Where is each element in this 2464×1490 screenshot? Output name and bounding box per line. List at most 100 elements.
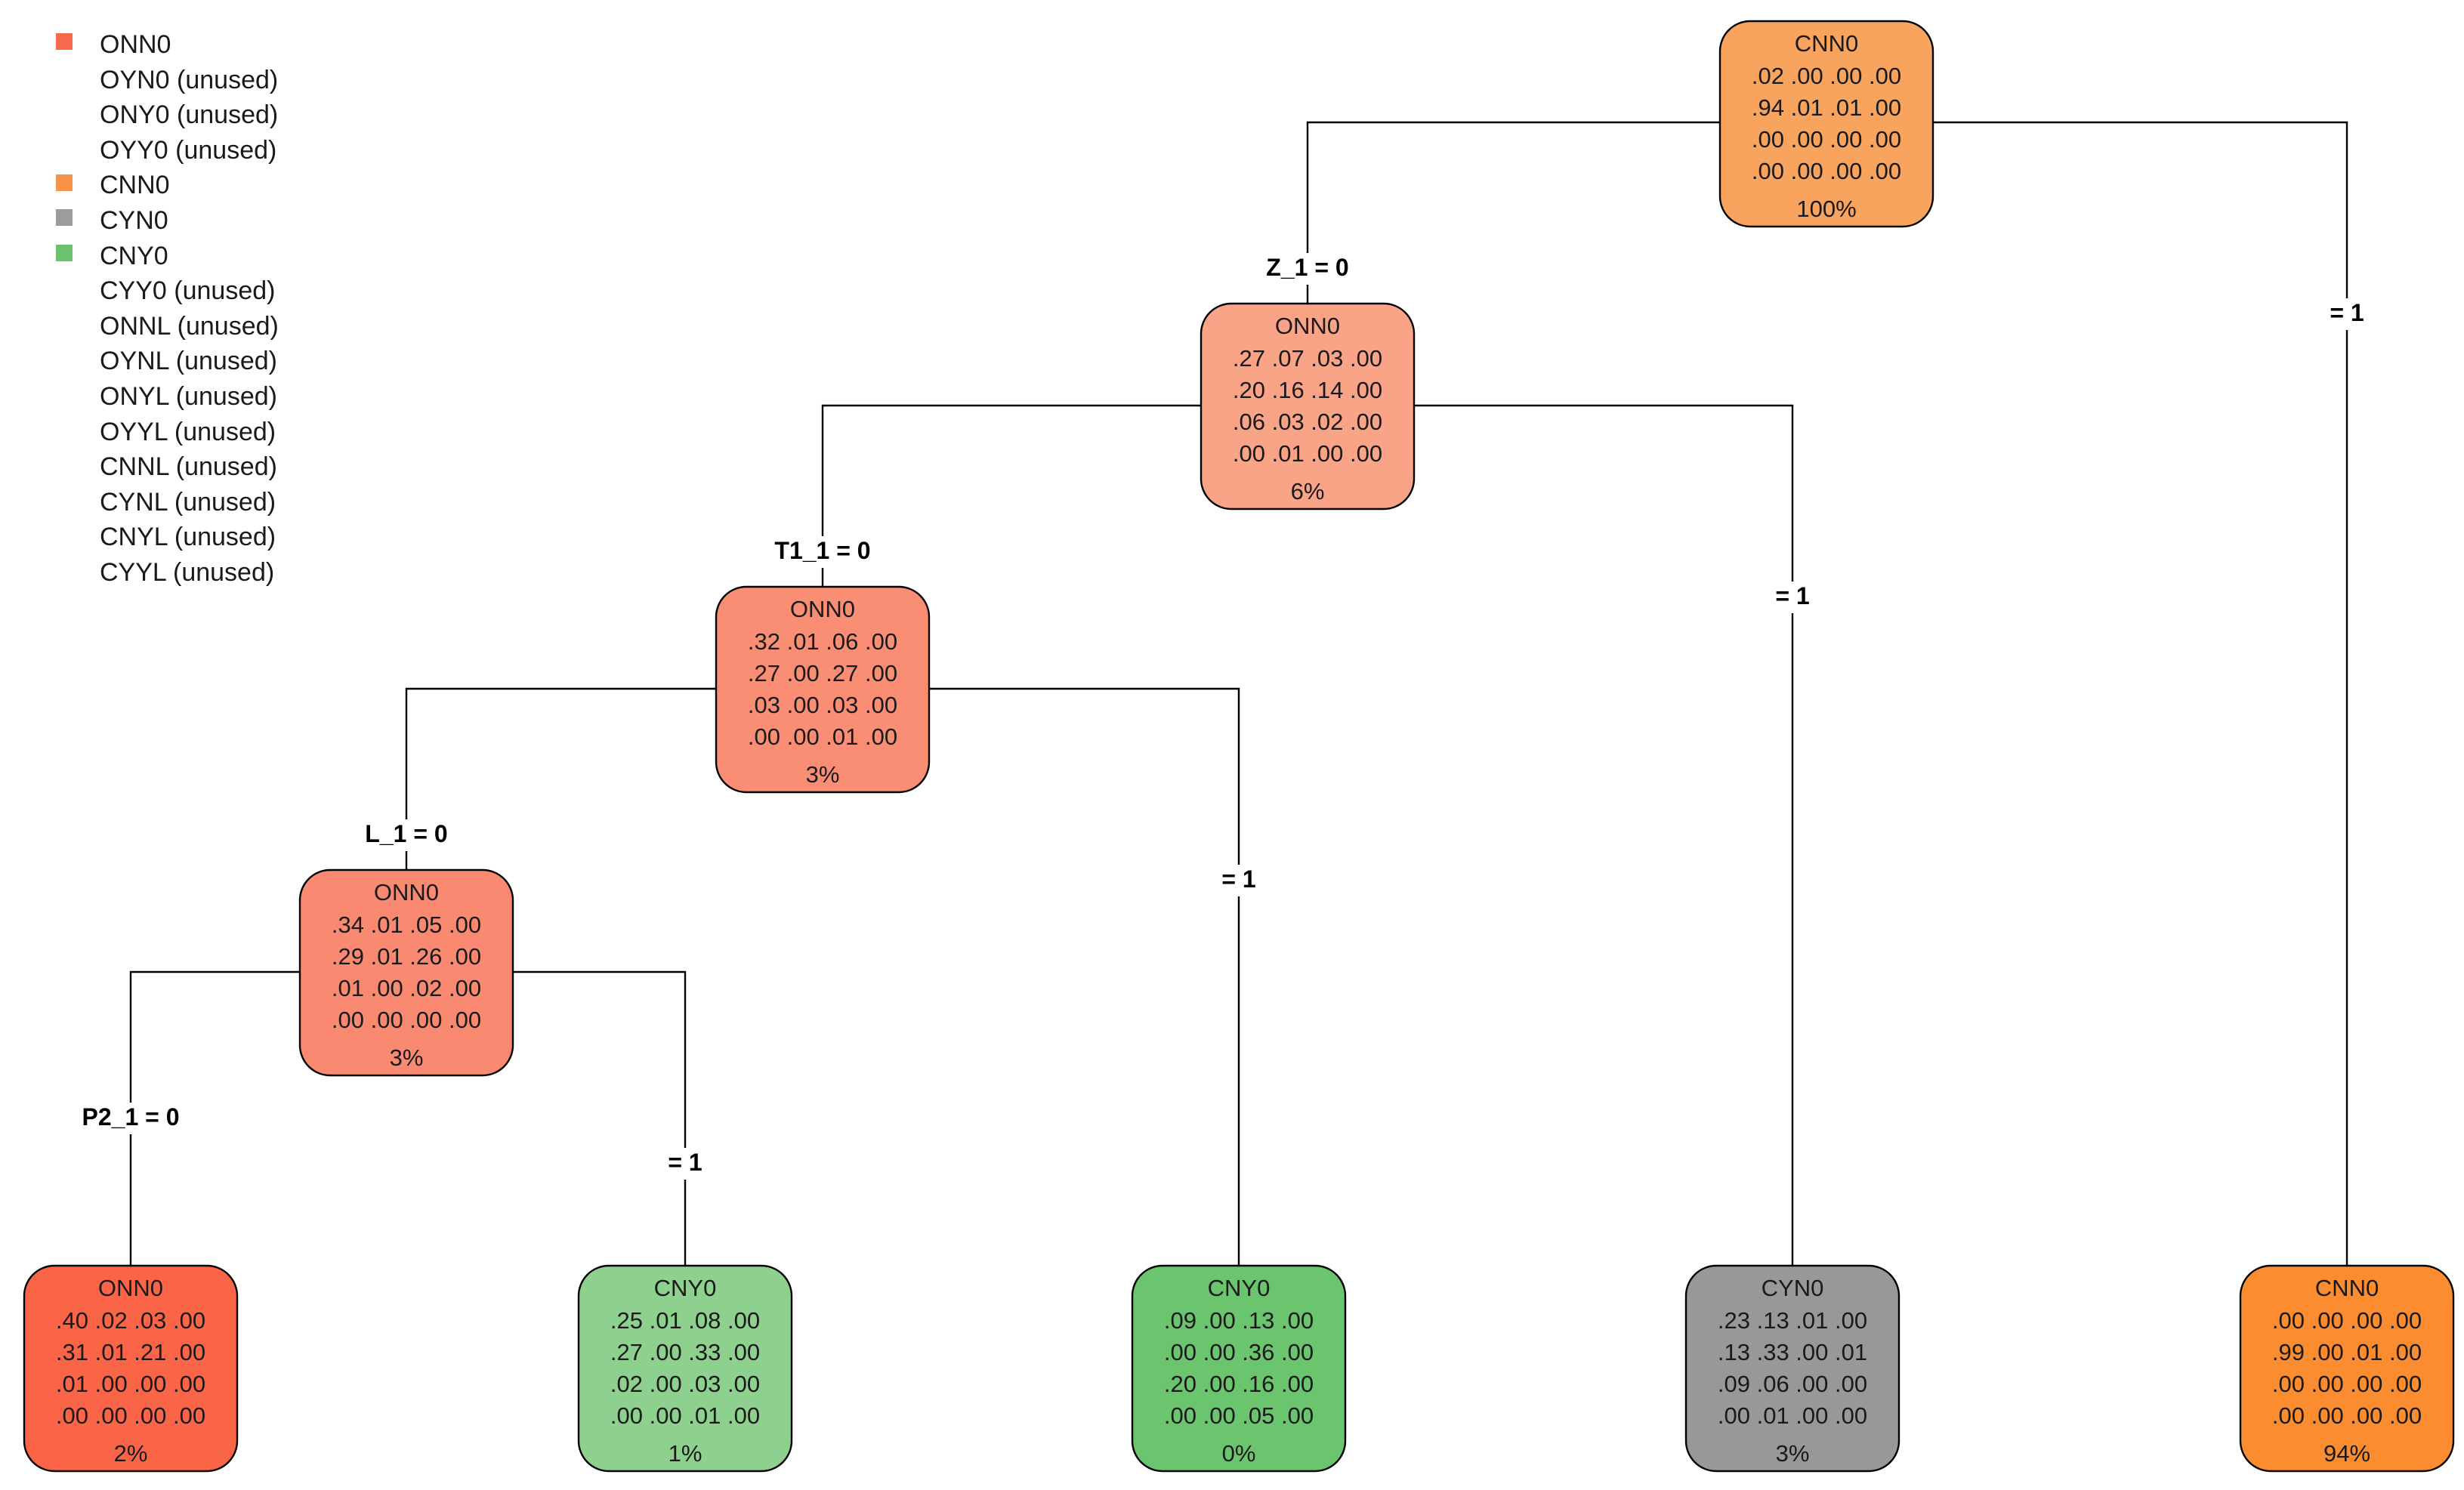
legend-swatch bbox=[56, 209, 73, 227]
split-label-right: = 1 bbox=[668, 1149, 702, 1176]
node-box bbox=[23, 1264, 239, 1473]
legend-label: ONY0 (unused) bbox=[100, 100, 279, 130]
node-prob-row: .00 .00 .05 .00 bbox=[1164, 1402, 1314, 1429]
node-box bbox=[2239, 1264, 2455, 1473]
node-class-label: CNY0 bbox=[1208, 1275, 1271, 1301]
split-label-bg bbox=[69, 1103, 193, 1134]
node-prob-row: .00 .00 .00 .00 bbox=[1752, 126, 1901, 153]
node-prob-row: .94 .01 .01 .00 bbox=[1752, 94, 1901, 121]
node-prob-row: .06 .03 .02 .00 bbox=[1233, 409, 1382, 435]
legend-item: OYYL (unused) bbox=[56, 415, 279, 450]
node-percent: 3% bbox=[1776, 1440, 1810, 1467]
node-prob-row: .00 .00 .00 .00 bbox=[2272, 1402, 2422, 1429]
node-prob-row: .03 .00 .03 .00 bbox=[748, 692, 897, 718]
node-prob-row: .31 .01 .21 .00 bbox=[56, 1339, 205, 1365]
legend-label: OYNL (unused) bbox=[100, 347, 277, 376]
node-prob-row: .09 .00 .13 .00 bbox=[1164, 1307, 1314, 1334]
node-prob-row: .27 .07 .03 .00 bbox=[1233, 345, 1382, 372]
split-label-bg bbox=[1766, 582, 1819, 613]
legend-swatch bbox=[56, 244, 73, 261]
node-box bbox=[1684, 1264, 1900, 1473]
node-class-label: ONN0 bbox=[98, 1275, 163, 1301]
legend-item: CNYL (unused) bbox=[56, 520, 279, 555]
split-label-left: L_1 = 0 bbox=[365, 820, 447, 847]
node-prob-row: .02 .00 .00 .00 bbox=[1752, 63, 1901, 89]
node-prob-row: .00 .00 .00 .00 bbox=[2272, 1307, 2422, 1334]
split-label-bg bbox=[761, 536, 885, 568]
node-class-label: CYN0 bbox=[1762, 1275, 1824, 1301]
legend-item: CNY0 bbox=[56, 239, 279, 274]
node-prob-row: .00 .01 .00 .00 bbox=[1718, 1402, 1867, 1429]
node-prob-row: .00 .01 .00 .00 bbox=[1233, 440, 1382, 467]
legend-item: ONY0 (unused) bbox=[56, 97, 279, 133]
node-prob-row: .32 .01 .06 .00 bbox=[748, 628, 897, 655]
legend-item: CYY0 (unused) bbox=[56, 273, 279, 309]
node-prob-row: .00 .00 .00 .00 bbox=[332, 1007, 481, 1033]
legend-item: OYN0 (unused) bbox=[56, 63, 279, 98]
node-prob-row: .00 .00 .00 .00 bbox=[1752, 158, 1901, 184]
node-box bbox=[577, 1264, 793, 1473]
legend: ONN0 OYN0 (unused) ONY0 (unused) OYY0 (u… bbox=[56, 27, 279, 591]
node-class-label: CNN0 bbox=[2315, 1275, 2379, 1301]
node-box bbox=[1131, 1264, 1347, 1473]
legend-item: CNNL (unused) bbox=[56, 449, 279, 485]
node-prob-row: .29 .01 .26 .00 bbox=[332, 943, 481, 970]
tree-edge bbox=[821, 404, 1794, 1266]
split-label-bg bbox=[659, 1148, 712, 1180]
legend-label: CYNL (unused) bbox=[100, 487, 276, 517]
split-label-left: T1_1 = 0 bbox=[774, 537, 870, 564]
split-label-right: = 1 bbox=[1775, 582, 1809, 609]
legend-swatch bbox=[56, 33, 73, 51]
node-prob-row: .09 .06 .00 .00 bbox=[1718, 1371, 1867, 1397]
legend-item: CNN0 bbox=[56, 168, 279, 203]
legend-label: ONYL (unused) bbox=[100, 381, 277, 411]
node-percent: 3% bbox=[806, 761, 840, 788]
node-prob-row: .34 .01 .05 .00 bbox=[332, 912, 481, 938]
node-prob-row: .01 .00 .00 .00 bbox=[56, 1371, 205, 1397]
node-class-label: ONN0 bbox=[790, 596, 855, 622]
legend-item: ONYL (unused) bbox=[56, 379, 279, 415]
node-class-label: CNY0 bbox=[654, 1275, 717, 1301]
legend-label: OYYL (unused) bbox=[100, 417, 276, 446]
split-label-left: P2_1 = 0 bbox=[82, 1103, 180, 1131]
legend-label: CNN0 bbox=[100, 171, 170, 200]
node-prob-row: .00 .00 .00 .00 bbox=[2272, 1371, 2422, 1397]
legend-label: ONNL (unused) bbox=[100, 311, 279, 341]
legend-label: ONN0 bbox=[100, 30, 171, 59]
node-prob-row: .01 .00 .02 .00 bbox=[332, 975, 481, 1001]
legend-label: CYN0 bbox=[100, 205, 168, 235]
tree-edge bbox=[1306, 121, 2348, 1266]
node-prob-row: .02 .00 .03 .00 bbox=[610, 1371, 760, 1397]
legend-label: CNYL (unused) bbox=[100, 523, 276, 552]
node-prob-row: .27 .00 .27 .00 bbox=[748, 660, 897, 686]
node-class-label: ONN0 bbox=[374, 879, 439, 905]
node-prob-row: .00 .00 .01 .00 bbox=[610, 1402, 760, 1429]
legend-label: CYY0 (unused) bbox=[100, 276, 276, 306]
legend-swatch bbox=[56, 174, 73, 191]
legend-item: CYNL (unused) bbox=[56, 485, 279, 520]
split-label-right: = 1 bbox=[2330, 299, 2364, 326]
node-percent: 3% bbox=[390, 1044, 424, 1071]
legend-item: ONN0 bbox=[56, 27, 279, 63]
node-prob-row: .20 .16 .14 .00 bbox=[1233, 377, 1382, 403]
split-label-bg bbox=[1212, 865, 1265, 896]
split-label-bg bbox=[1252, 253, 1363, 285]
node-prob-row: .40 .02 .03 .00 bbox=[56, 1307, 205, 1334]
legend-label: CNNL (unused) bbox=[100, 452, 277, 482]
node-prob-row: .23 .13 .01 .00 bbox=[1718, 1307, 1867, 1334]
split-label-bg bbox=[351, 819, 462, 851]
legend-label: OYY0 (unused) bbox=[100, 135, 277, 165]
split-label-left: Z_1 = 0 bbox=[1266, 254, 1348, 281]
legend-item: CYN0 bbox=[56, 203, 279, 239]
node-prob-row: .00 .00 .36 .00 bbox=[1164, 1339, 1314, 1365]
node-prob-row: .25 .01 .08 .00 bbox=[610, 1307, 760, 1334]
legend-item: CYYL (unused) bbox=[56, 555, 279, 591]
node-class-label: CNN0 bbox=[1795, 30, 1858, 57]
node-box bbox=[1200, 302, 1416, 511]
node-prob-row: .99 .00 .01 .00 bbox=[2272, 1339, 2422, 1365]
node-box bbox=[715, 585, 931, 794]
node-percent: 100% bbox=[1796, 196, 1856, 222]
node-prob-row: .00 .00 .00 .00 bbox=[56, 1402, 205, 1429]
legend-item: OYNL (unused) bbox=[56, 344, 279, 379]
